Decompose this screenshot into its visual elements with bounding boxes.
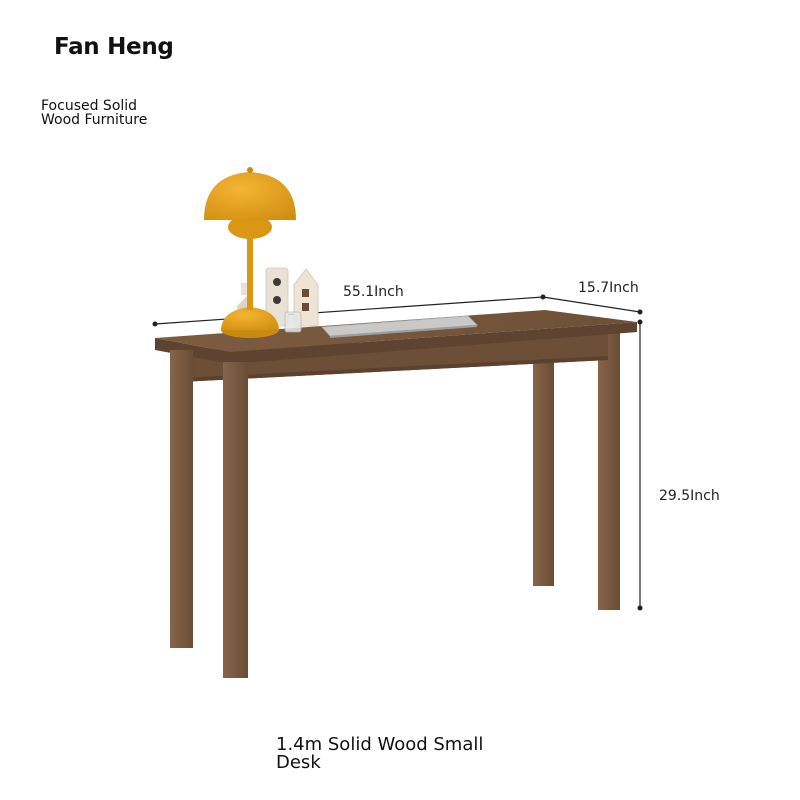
desk-top-edge bbox=[155, 322, 637, 364]
desk-apron bbox=[180, 332, 608, 382]
dimension-depth-label: 15.7Inch bbox=[578, 280, 639, 296]
table-lamp bbox=[204, 167, 296, 338]
desk-leg-front-left bbox=[170, 350, 193, 648]
product-title-line-1: 1.4m Solid Wood Small bbox=[276, 734, 484, 755]
glass-cup bbox=[284, 311, 302, 333]
tagline: Focused Solid Wood Furniture bbox=[41, 99, 171, 127]
desk-leg-front-right bbox=[223, 362, 248, 678]
tagline-line-2: Wood Furniture bbox=[41, 112, 148, 128]
tagline-line-1: Focused Solid bbox=[41, 98, 138, 114]
product-title-line-2: Desk bbox=[276, 752, 321, 773]
desk-leg-back-right bbox=[598, 330, 620, 610]
dimension-height-label: 29.5Inch bbox=[659, 488, 720, 504]
dimension-width-label: 55.1Inch bbox=[343, 284, 404, 300]
brand-name: Fan Heng bbox=[54, 34, 174, 60]
desk-leg-back-left bbox=[533, 358, 554, 586]
dimension-depth-line bbox=[542, 296, 643, 315]
laptop bbox=[321, 315, 478, 338]
dimension-height-line bbox=[637, 319, 643, 611]
product-title: 1.4m Solid Wood Small Desk bbox=[276, 736, 526, 772]
